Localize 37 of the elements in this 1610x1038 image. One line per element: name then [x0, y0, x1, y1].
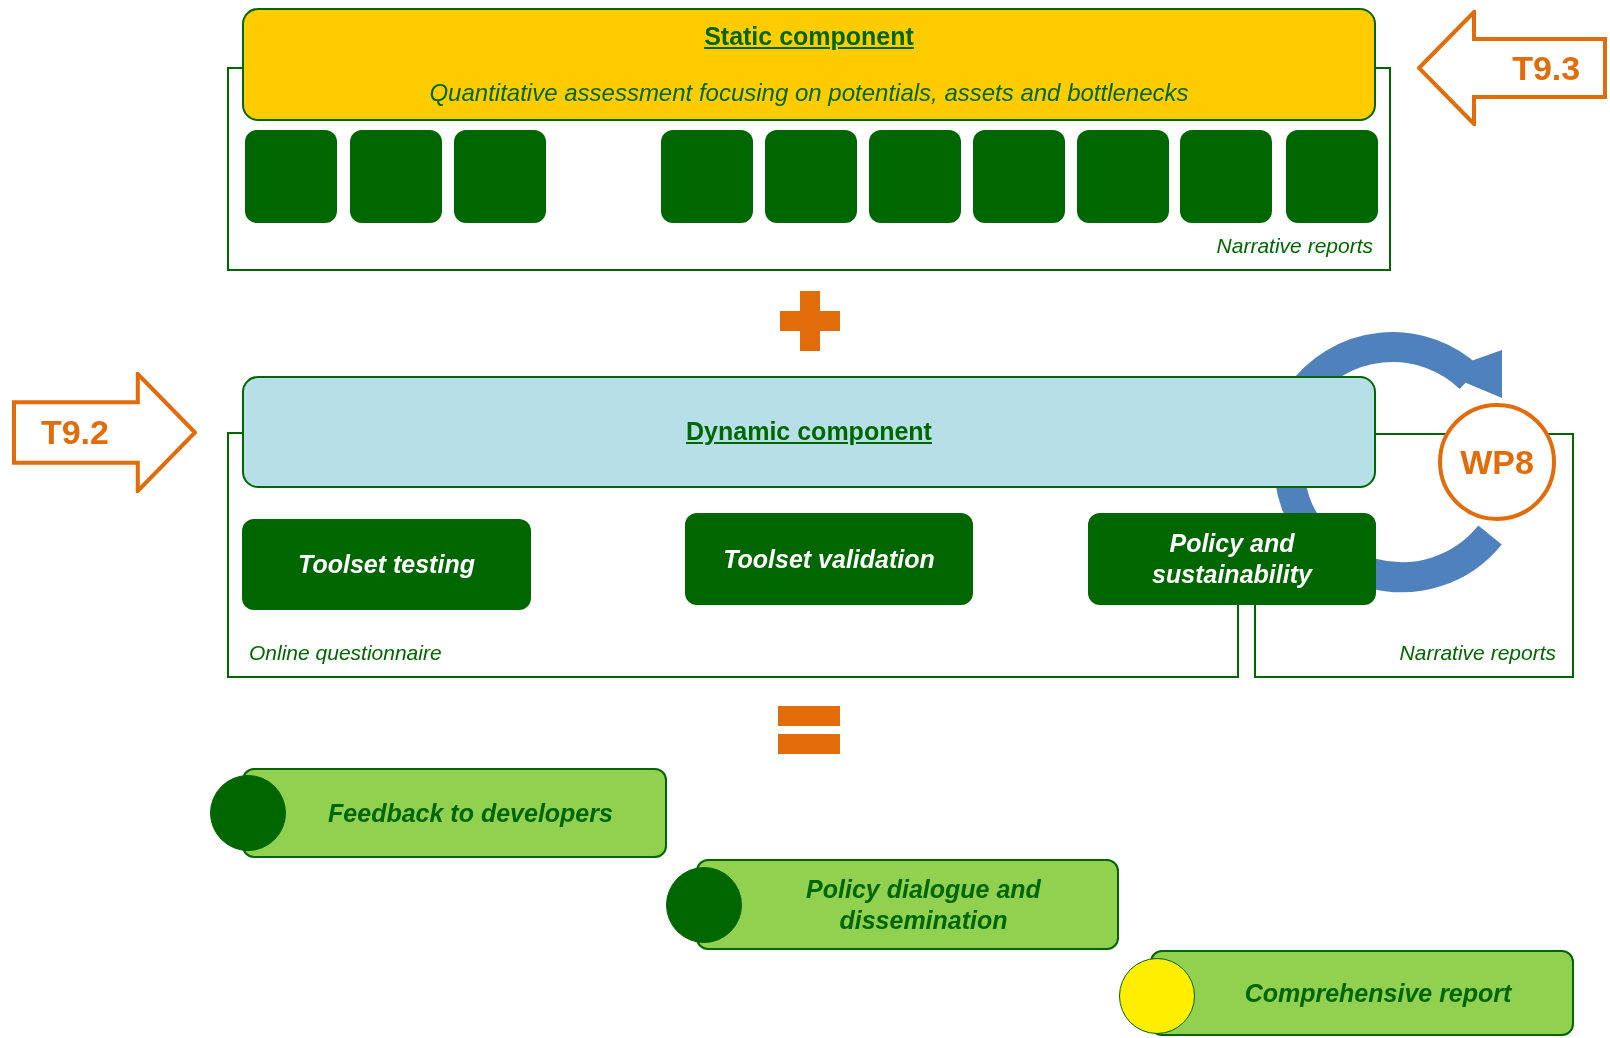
section-frame: [227, 488, 1080, 678]
note-text: Narrative reports: [1399, 640, 1556, 664]
output-label: Feedback to developers: [328, 797, 613, 829]
square-box: [1286, 130, 1378, 223]
process-box: [1088, 513, 1376, 605]
heading-text: Dynamic component: [686, 416, 932, 448]
process-box: [685, 513, 973, 605]
output-box: [1150, 950, 1574, 1036]
output-label: Policy dialogue and dissemination: [805, 873, 1042, 936]
square-box: [454, 130, 546, 223]
task-label: T9.2: [40, 412, 109, 453]
process-label: Toolset testing: [298, 549, 475, 580]
note-text: Online questionnaire: [249, 640, 442, 664]
block-arrow: [12, 372, 197, 493]
block-arrow: [1417, 10, 1607, 126]
output-box: [696, 859, 1119, 950]
work-package-label: WP8: [1460, 441, 1534, 483]
process-box: [242, 519, 531, 610]
header-box: [242, 8, 1376, 121]
square-box: [869, 130, 961, 223]
description-text: Quantitative assessment focusing on potentials, assets and bottlenecks: [429, 78, 1189, 108]
process-label: Policy and sustainability: [1151, 528, 1314, 590]
square-box: [973, 130, 1065, 223]
heading-text: Static component: [704, 21, 914, 52]
square-box: [661, 130, 753, 223]
task-label: T9.3: [1512, 47, 1581, 89]
output-box: [242, 768, 667, 858]
square-box: [1180, 130, 1272, 223]
square-box: [350, 130, 442, 223]
note-text: Narrative reports: [1216, 233, 1373, 257]
square-box: [245, 130, 337, 223]
process-label: Toolset validation: [723, 543, 935, 575]
output-label: Comprehensive report: [1244, 977, 1512, 1009]
section-frame: [227, 121, 1391, 271]
header-box: [242, 376, 1376, 488]
square-box: [765, 130, 857, 223]
square-box: [1077, 130, 1169, 223]
